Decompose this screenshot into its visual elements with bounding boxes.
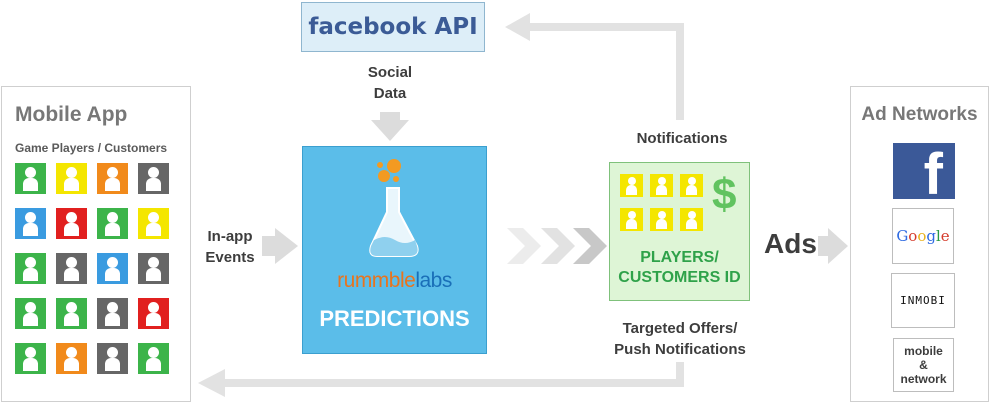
- players-line1: PLAYERS/: [640, 249, 719, 266]
- player-avatar-icon: [15, 298, 46, 329]
- google-letter: l: [935, 227, 941, 245]
- dollar-icon: $: [712, 170, 737, 219]
- in-app-events-line1: In-app: [207, 228, 253, 245]
- mobile-network-logo: mobile & network: [893, 338, 954, 392]
- google-letter: G: [896, 227, 909, 245]
- player-avatar-icon: [15, 163, 46, 194]
- player-avatar-icon: [56, 163, 87, 194]
- social-data-line1: Social: [367, 64, 413, 81]
- players-customers-box: [609, 162, 750, 301]
- notifications-to-facebook-arrow: [528, 23, 684, 120]
- player-avatar-icon: [97, 208, 128, 239]
- player-avatar-icon: [15, 208, 46, 239]
- customer-avatar-icon: [650, 174, 673, 197]
- facebook-logo-icon: f: [893, 143, 955, 199]
- player-avatar-icon: [97, 343, 128, 374]
- return-arrowhead: [198, 369, 225, 397]
- flask-icon: [369, 159, 419, 257]
- google-letter: g: [926, 227, 936, 245]
- rummblelabs-logo: rummblelabs: [302, 269, 487, 293]
- in-app-events-label: In-app Events: [200, 226, 260, 268]
- in-app-events-line2: Events: [205, 249, 255, 266]
- facebook-api-box: facebook API: [301, 2, 485, 52]
- social-data-arrow: [371, 112, 409, 141]
- player-avatar-icon: [56, 298, 87, 329]
- mobile-network-line1: mobile: [904, 344, 943, 358]
- player-avatar-icon: [56, 208, 87, 239]
- targeted-offers-return-arrow: [224, 362, 684, 387]
- google-letter: e: [940, 227, 950, 245]
- predictions-title: PREDICTIONS: [319, 306, 470, 331]
- customer-avatar-icon: [680, 208, 703, 231]
- player-avatar-icon: [138, 253, 169, 284]
- customer-avatar-icon: [620, 174, 643, 197]
- player-avatar-icon: [138, 163, 169, 194]
- players-line2: CUSTOMERS ID: [618, 269, 741, 286]
- player-avatar-icon: [138, 208, 169, 239]
- customer-avatar-icon: [680, 174, 703, 197]
- facebook-api-label: facebook API: [308, 14, 478, 40]
- brand-part1: rummble: [337, 269, 416, 292]
- mobile-app-title: Mobile App: [15, 103, 128, 126]
- player-avatar-icon: [15, 253, 46, 284]
- mobile-network-line2: &: [919, 358, 928, 372]
- player-avatar-icon: [138, 343, 169, 374]
- notifications-label: Notifications: [636, 130, 728, 147]
- social-data-label: Social Data: [340, 62, 440, 104]
- players-customers-id-label: PLAYERS/ CUSTOMERS ID: [609, 248, 750, 288]
- ads-label: Ads: [764, 228, 817, 259]
- player-avatar-icon: [56, 343, 87, 374]
- ads-arrow: [818, 228, 848, 264]
- chevron-1: [507, 228, 541, 264]
- player-avatar-icon: [15, 343, 46, 374]
- player-avatar-grid: [15, 163, 175, 378]
- targeted-line2: Push Notifications: [614, 341, 746, 358]
- player-avatar-icon: [138, 298, 169, 329]
- chevron-2: [541, 228, 575, 264]
- google-letter: o: [917, 227, 927, 245]
- targeted-offers-label: Targeted Offers/ Push Notifications: [600, 318, 760, 360]
- player-avatar-icon: [56, 253, 87, 284]
- targeted-line1: Targeted Offers/: [622, 320, 738, 337]
- player-avatar-icon: [97, 298, 128, 329]
- social-data-line2: Data: [373, 85, 407, 102]
- notifications-arrowhead: [505, 13, 530, 41]
- mobile-app-subtitle: Game Players / Customers: [15, 141, 168, 155]
- mobile-network-line3: network: [900, 372, 947, 386]
- ad-networks-title: Ad Networks: [861, 104, 978, 125]
- customer-avatar-icon: [650, 208, 673, 231]
- player-avatar-icon: [97, 163, 128, 194]
- google-letter: o: [908, 227, 918, 245]
- chevron-3: [573, 228, 607, 264]
- customer-avatar-icon: [620, 208, 643, 231]
- brand-part2: labs: [415, 269, 452, 292]
- inmobi-logo: INMOBI: [891, 273, 955, 328]
- player-avatar-icon: [97, 253, 128, 284]
- in-app-events-arrow: [262, 228, 298, 264]
